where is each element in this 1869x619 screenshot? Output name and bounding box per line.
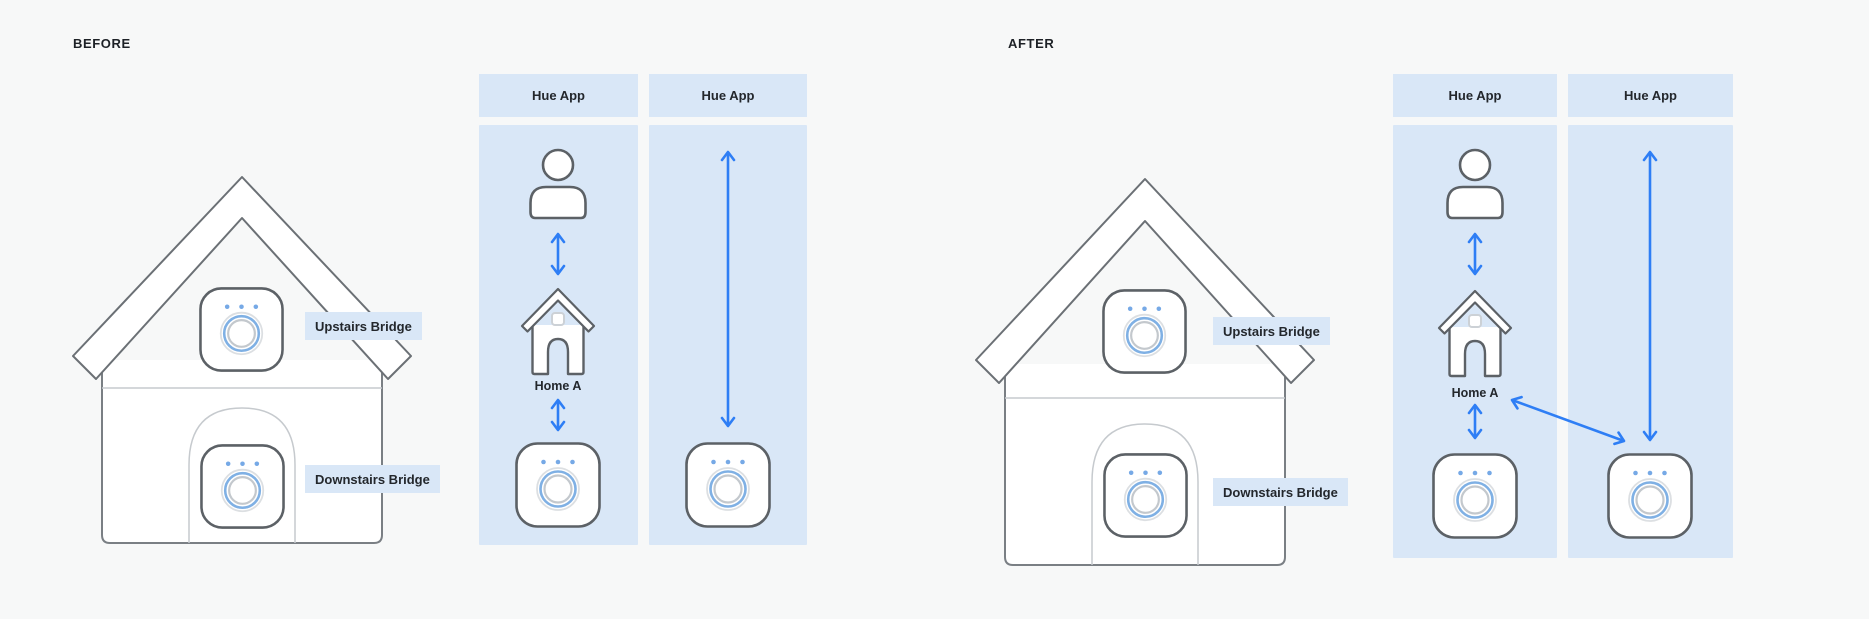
after-downstairs-bridge-label: Downstairs Bridge: [1213, 478, 1348, 506]
after-col1-hue-app-header: Hue App: [1393, 74, 1557, 117]
before-downstairs-bridge-icon: [200, 444, 285, 529]
after-downstairs-bridge-icon: [1103, 453, 1188, 538]
before-house-roof: [72, 176, 412, 380]
after-col2-hue-app-header: Hue App: [1568, 74, 1733, 117]
before-col2-panel: [649, 125, 807, 545]
before-house-door-arch: [188, 407, 296, 543]
before-upstairs-bridge-icon: [199, 287, 284, 372]
before-col1-hue-app-header: Hue App: [479, 74, 638, 117]
after-house-door-arch: [1091, 423, 1199, 565]
after-col1-panel: [1393, 125, 1557, 558]
before-section-title: BEFORE: [73, 36, 131, 51]
after-home-a-label: Home A: [1451, 386, 1499, 400]
before-col1-panel: [479, 125, 638, 545]
before-upstairs-bridge-label: Upstairs Bridge: [305, 312, 422, 340]
after-col2-panel: [1568, 125, 1733, 558]
after-upstairs-bridge-label: Upstairs Bridge: [1213, 317, 1330, 345]
before-col2-hue-app-header: Hue App: [649, 74, 807, 117]
after-house: [975, 178, 1315, 566]
after-house-roof: [975, 178, 1315, 384]
before-house-body: [101, 360, 383, 544]
after-upstairs-bridge-icon: [1102, 289, 1187, 374]
before-downstairs-bridge-label: Downstairs Bridge: [305, 465, 440, 493]
after-house-body: [1004, 364, 1286, 566]
before-home-a-label: Home A: [534, 379, 582, 393]
after-section-title: AFTER: [1008, 36, 1055, 51]
